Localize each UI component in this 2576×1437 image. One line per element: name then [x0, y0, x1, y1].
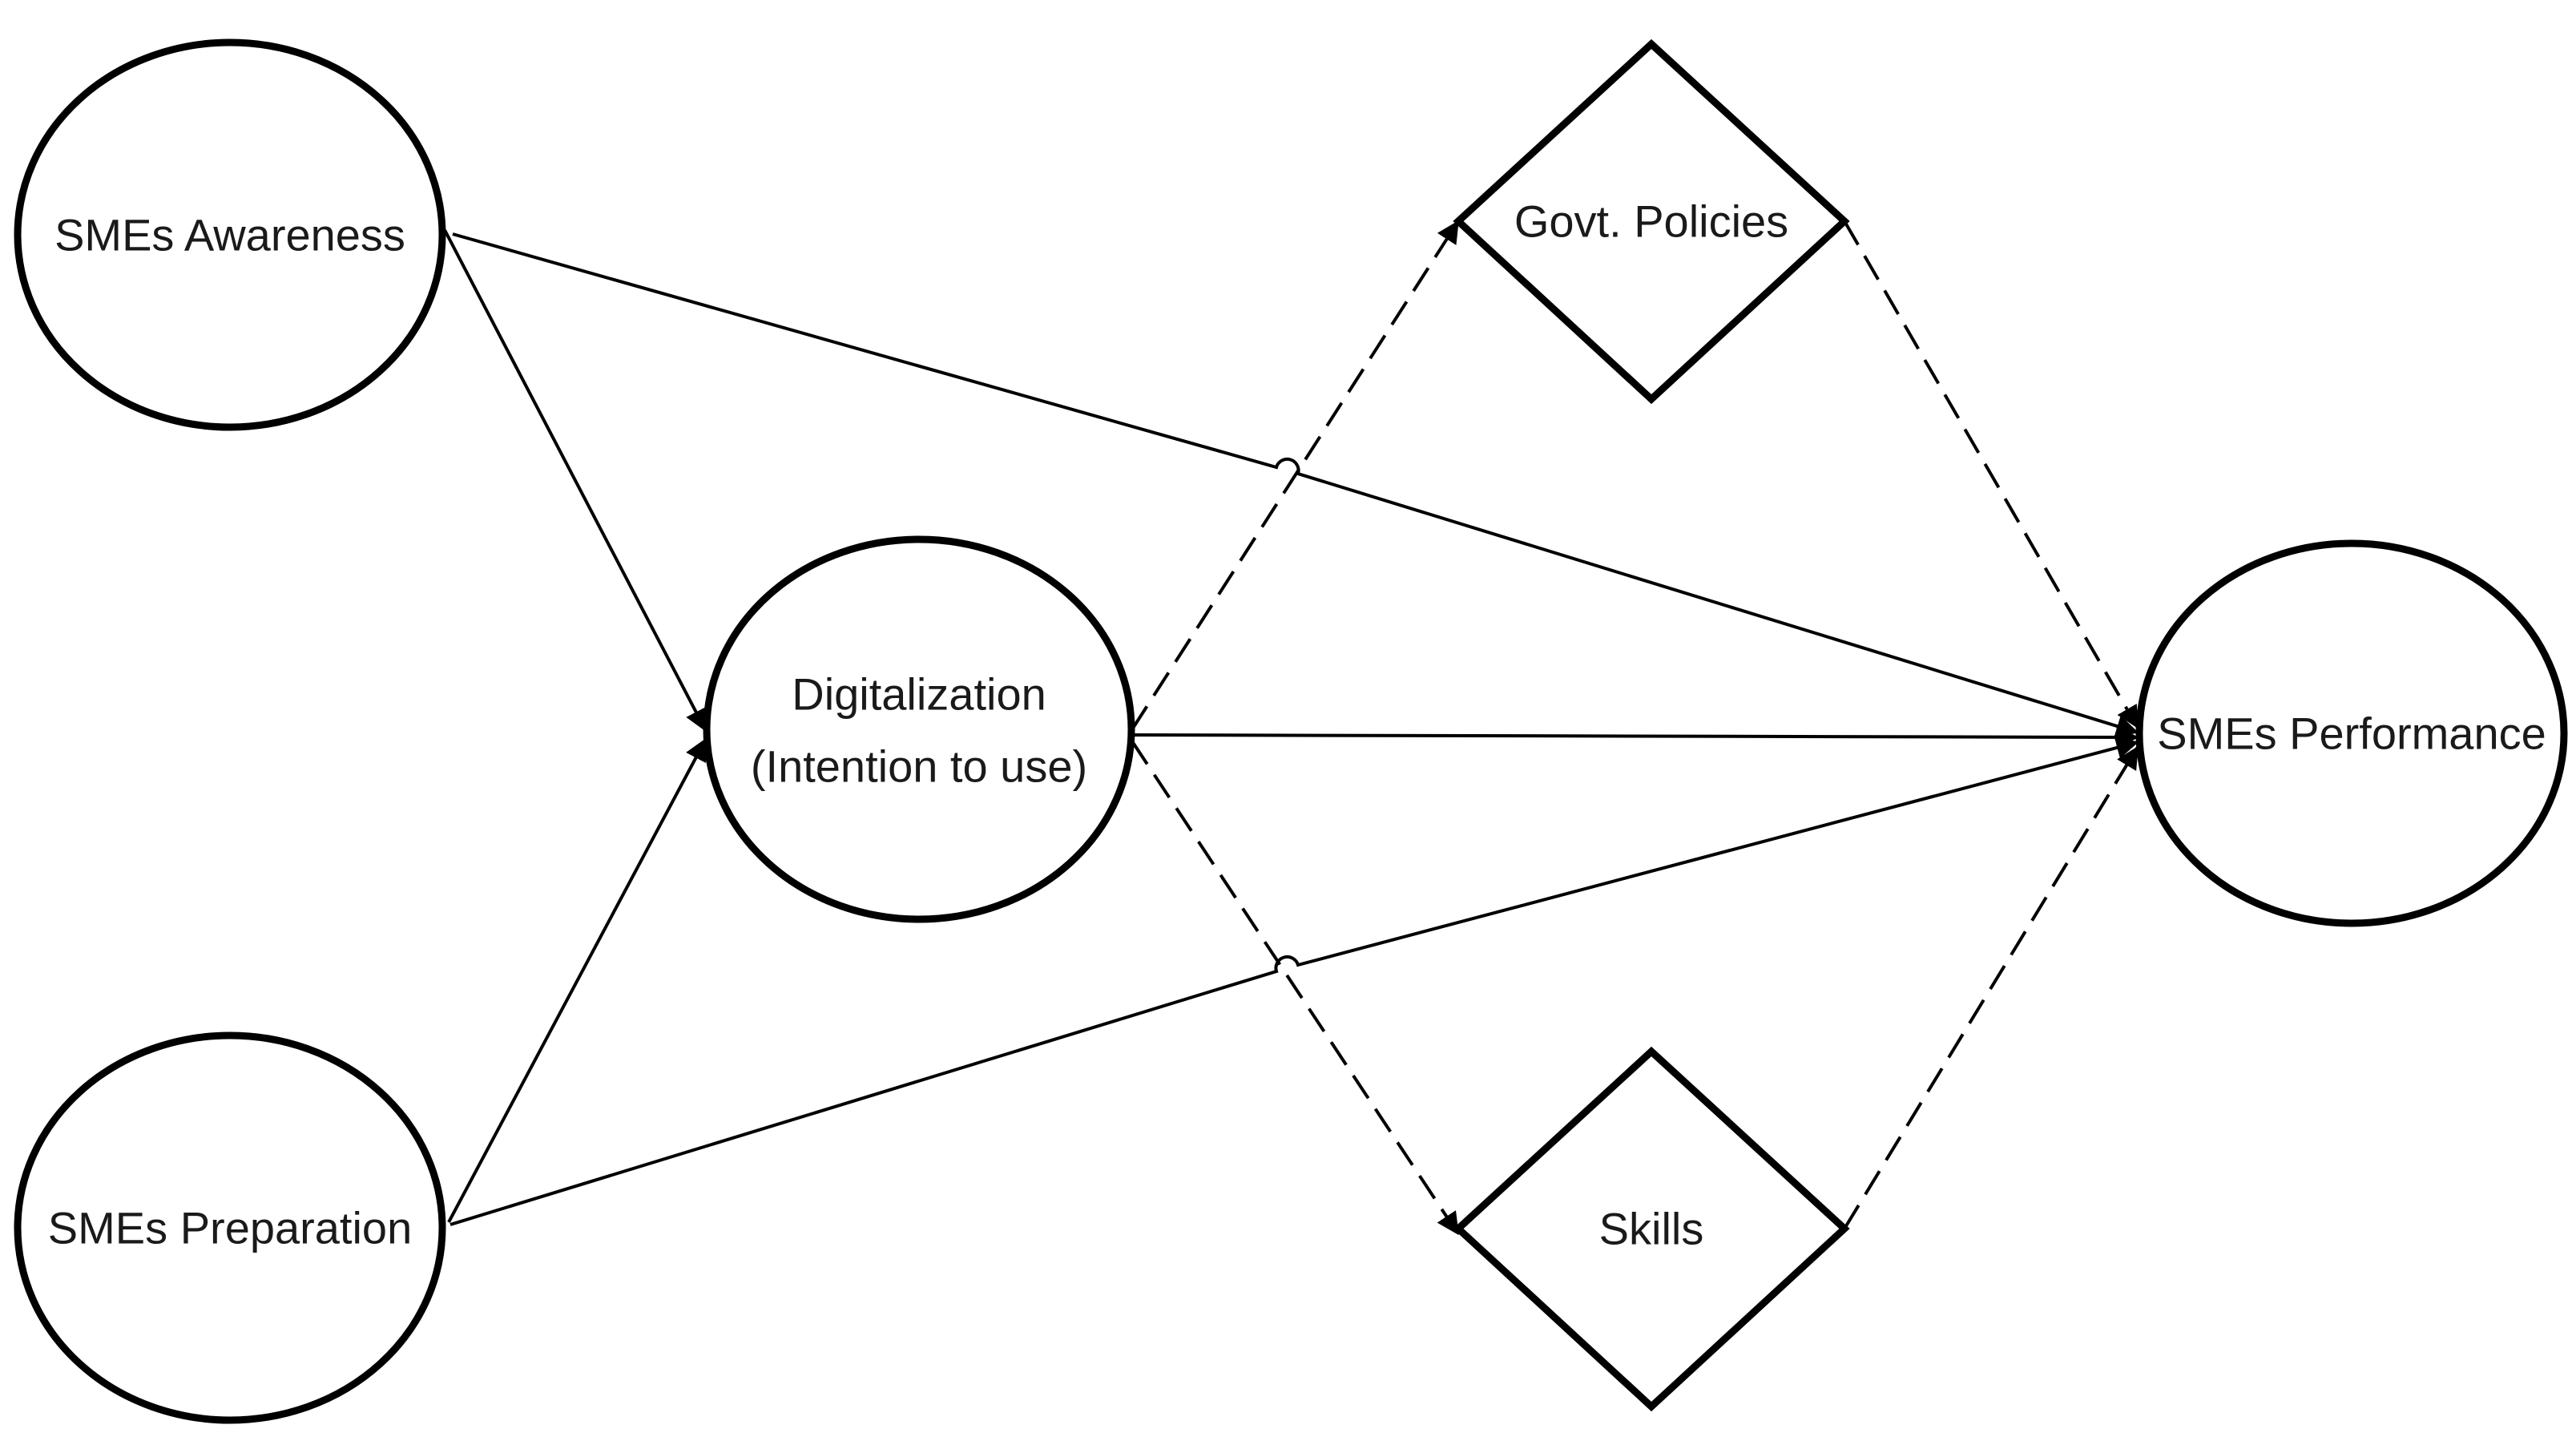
- node-digitalization: Digitalization (Intention to use): [703, 535, 1135, 923]
- node-smes-awareness: SMEs Awareness: [14, 38, 446, 431]
- edge-digitalization-to-skills: [1131, 740, 1460, 1236]
- node-skills-label: Skills: [1599, 1204, 1704, 1254]
- edge-awareness-to-digitalization: [443, 229, 707, 733]
- node-smes-performance: SMEs Performance: [2135, 539, 2568, 927]
- node-smes-awareness-label: SMEs Awareness: [54, 210, 405, 260]
- node-govt-policies: Govt. Policies: [1453, 38, 1850, 405]
- edge-digitalization-to-performance: [1129, 725, 2139, 749]
- node-digitalization-label-line2: (Intention to use): [751, 741, 1087, 792]
- edge-preparation-to-performance: [449, 737, 2139, 1226]
- node-govt-policies-label: Govt. Policies: [1514, 196, 1788, 247]
- node-skills: Skills: [1453, 1046, 1850, 1412]
- node-smes-performance-label: SMEs Performance: [2157, 708, 2546, 759]
- edge-preparation-to-digitalization: [447, 737, 707, 1223]
- node-smes-preparation-label: SMEs Preparation: [48, 1203, 412, 1253]
- node-smes-preparation: SMEs Preparation: [14, 1031, 446, 1424]
- edge-govt-policies-to-performance: [1843, 220, 2139, 729]
- edge-skills-to-performance: [1843, 745, 2139, 1230]
- edge-digitalization-to-govt-policies: [1131, 220, 1460, 731]
- node-digitalization-label-line1: Digitalization: [792, 669, 1046, 720]
- edge-awareness-to-performance: [452, 232, 2139, 737]
